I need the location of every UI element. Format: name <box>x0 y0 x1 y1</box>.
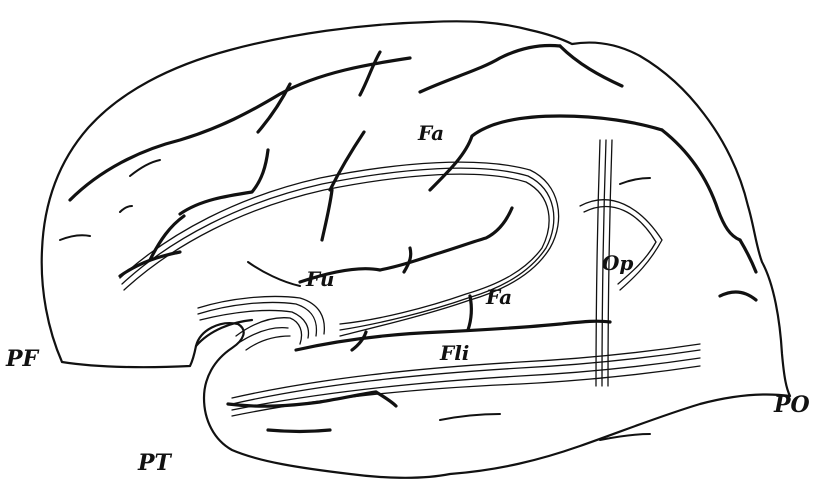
minor-sulci <box>59 159 651 441</box>
sulci <box>68 43 758 434</box>
fiber-fli-longitudinal <box>231 343 701 417</box>
fiber-fa-arc <box>119 161 560 337</box>
temporal-fold <box>194 318 254 348</box>
fiber-fu-uncinate <box>197 295 326 351</box>
brain-outline <box>40 20 792 479</box>
label-fli: Fli <box>439 341 469 365</box>
label-fa-lower: Fa <box>485 285 512 309</box>
label-po: PO <box>773 392 810 418</box>
fiber-op-vertical <box>595 139 613 387</box>
label-pt: PT <box>137 450 173 476</box>
label-fa-upper: Fa <box>417 121 444 145</box>
label-op: Op <box>602 251 633 275</box>
label-fu: Fu <box>305 267 334 291</box>
fiber-op-loop <box>579 199 663 291</box>
label-pf: PF <box>5 346 40 372</box>
